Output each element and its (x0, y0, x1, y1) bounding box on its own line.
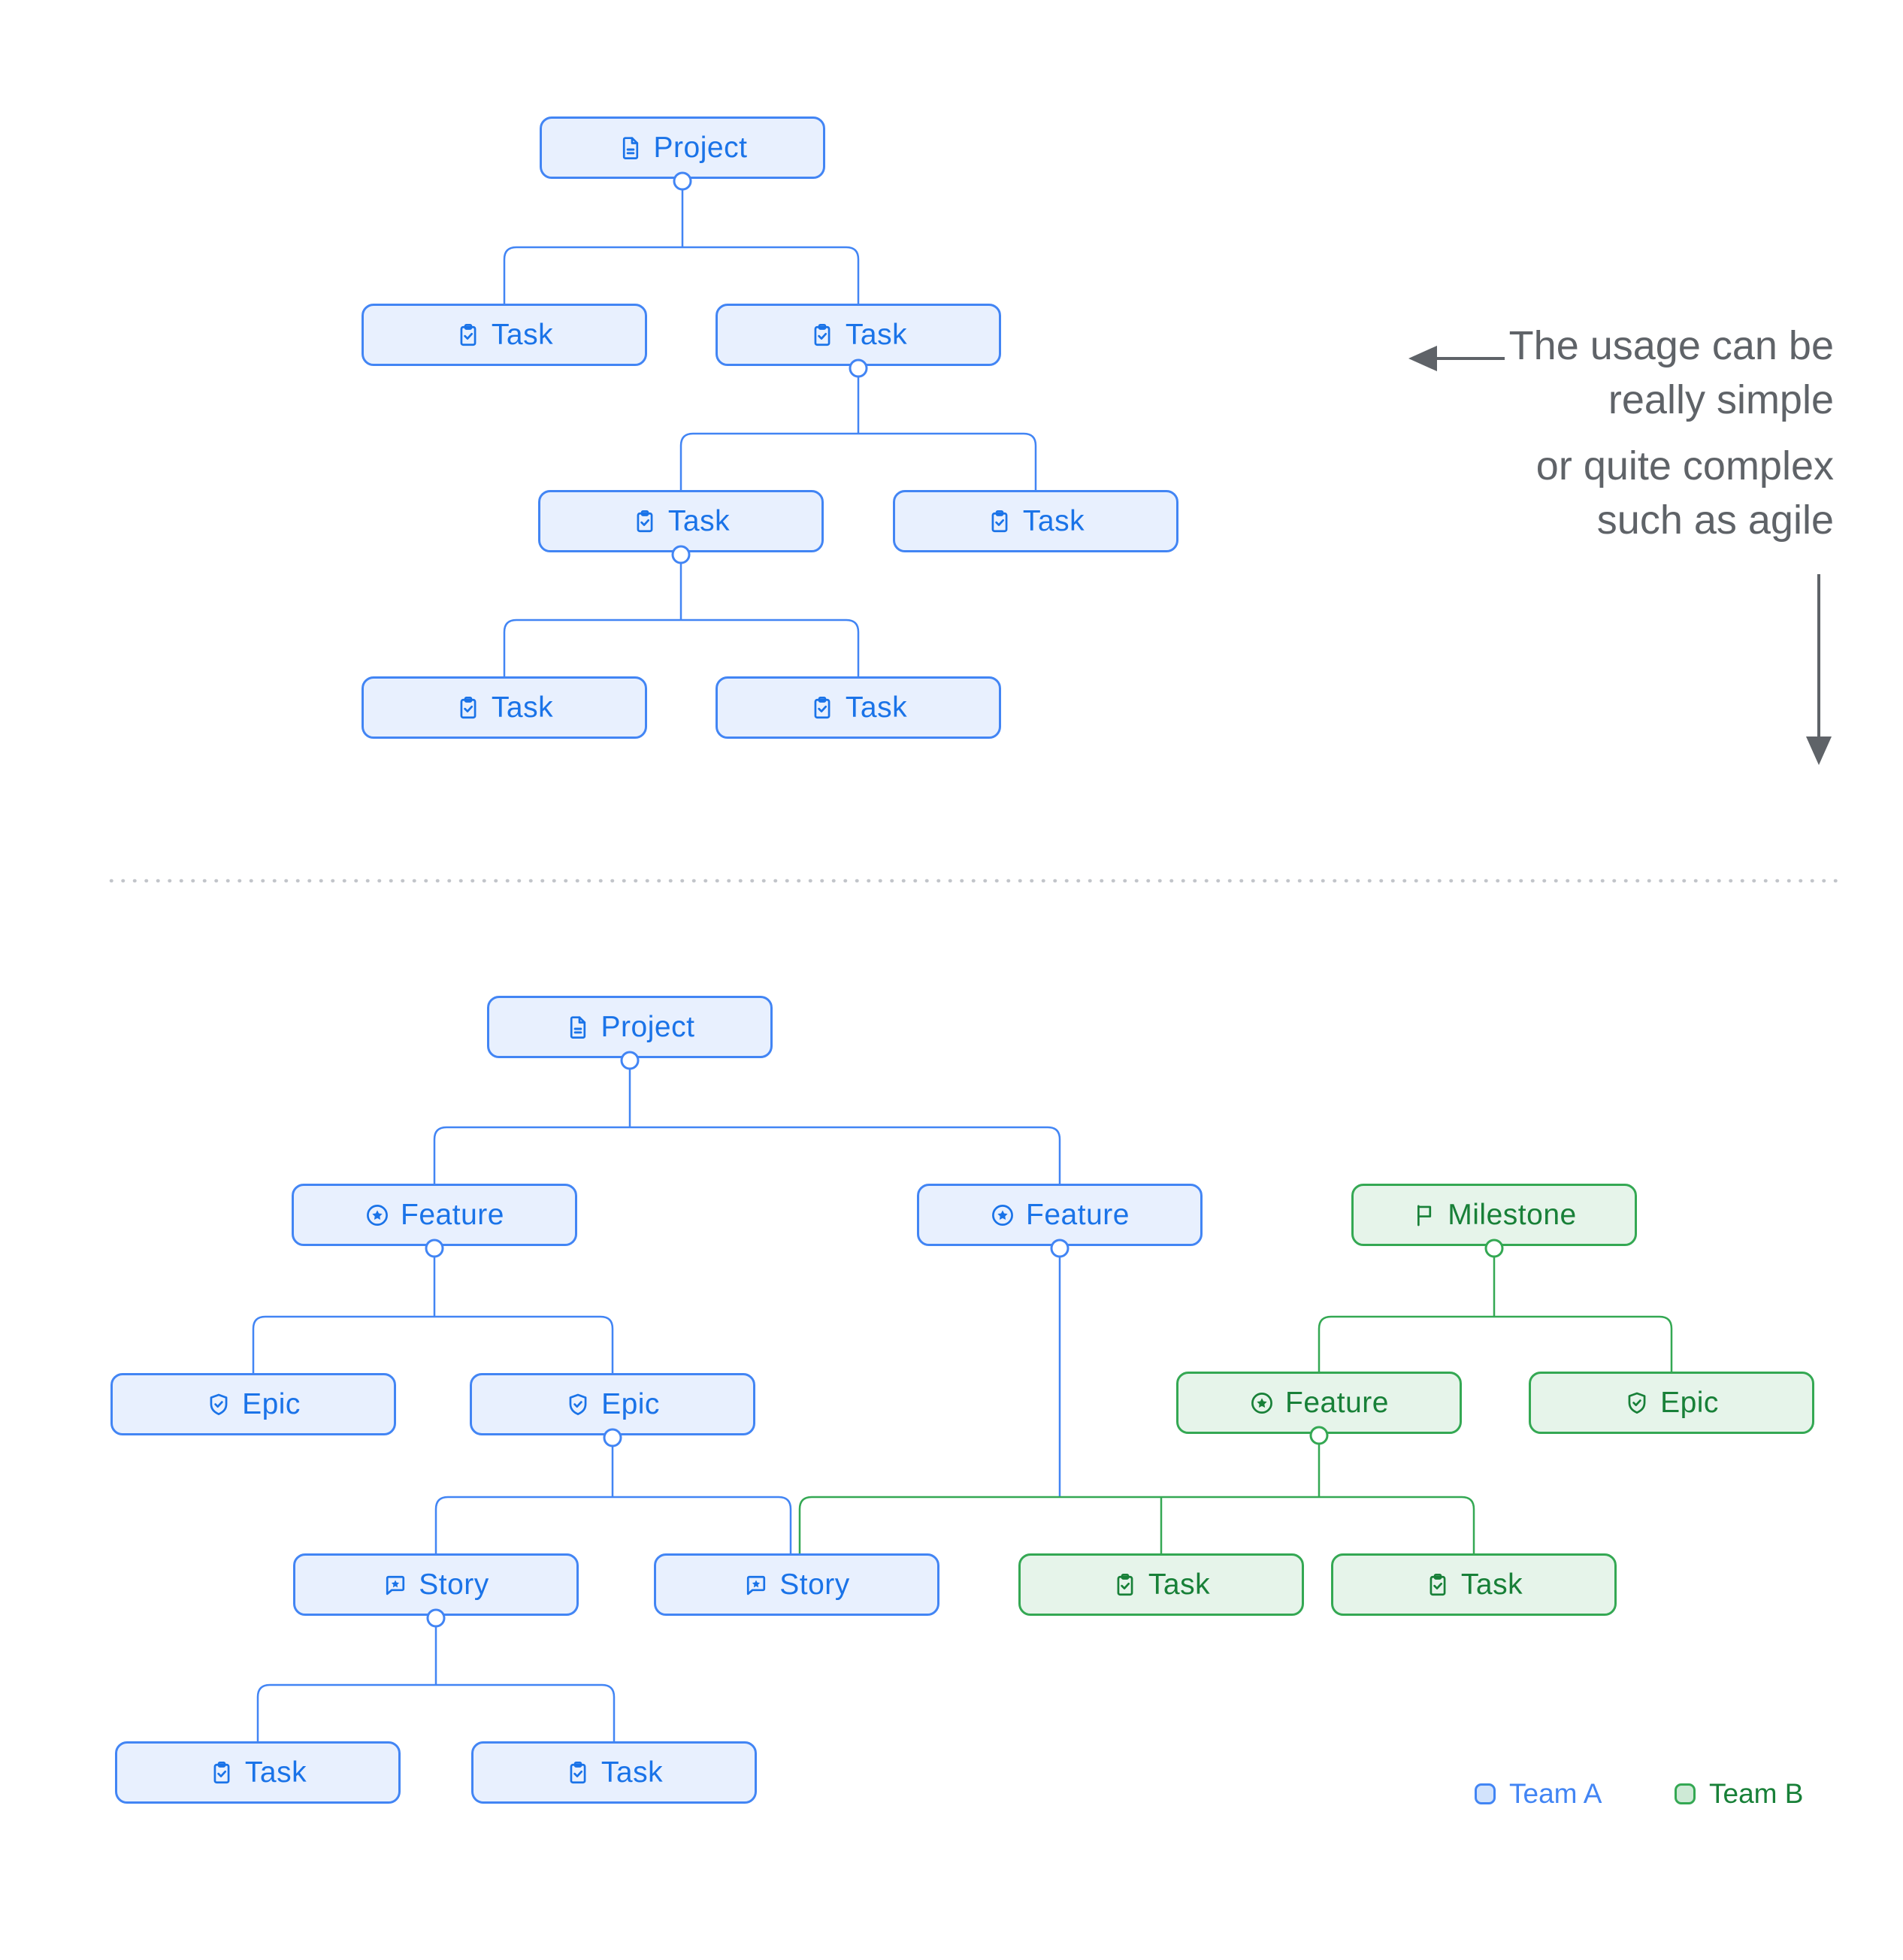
task-icon (565, 1760, 591, 1786)
node-task-complex: Task (115, 1741, 401, 1804)
annotation-line: really simple (1608, 377, 1834, 422)
node-label: Project (601, 1010, 695, 1043)
node-label: Epic (242, 1387, 301, 1420)
task-icon (455, 695, 481, 721)
team-a-edges (252, 189, 1061, 1741)
document-icon (565, 1015, 591, 1040)
epic-icon (565, 1392, 591, 1417)
node-task-complex: Task (1331, 1553, 1617, 1616)
node-label: Story (419, 1568, 489, 1601)
node-task-simple: Task (538, 490, 824, 552)
node-label: Epic (601, 1387, 660, 1420)
node-task-simple: Task (716, 676, 1001, 739)
team-b-swatch (1675, 1783, 1696, 1804)
epic-icon (206, 1392, 231, 1417)
node-label: Project (653, 131, 748, 164)
node-epic-complex: Epic (1529, 1372, 1814, 1434)
annotation-text: The usage can be really simple or quite … (1509, 319, 1834, 547)
node-label: Task (601, 1756, 664, 1789)
node-label: Feature (1026, 1198, 1130, 1231)
node-label: Task (491, 318, 554, 351)
node-task-simple: Task (893, 490, 1178, 552)
task-icon (632, 509, 658, 534)
node-task-simple: Task (362, 676, 647, 739)
node-label: Task (1148, 1568, 1211, 1601)
annotation-line: The usage can be (1508, 323, 1834, 368)
node-label: Task (244, 1756, 307, 1789)
feature-icon (1249, 1390, 1275, 1416)
node-label: Task (845, 691, 908, 724)
node-epic-complex: Epic (470, 1373, 755, 1435)
node-task-complex: Task (1018, 1553, 1304, 1616)
node-label: Story (779, 1568, 850, 1601)
node-project-simple: Project (540, 116, 825, 179)
node-label: Epic (1660, 1386, 1719, 1419)
team-b-label: Team B (1709, 1778, 1804, 1809)
document-icon (618, 135, 643, 161)
task-icon (1112, 1572, 1138, 1598)
node-project-complex: Project (487, 996, 773, 1058)
node-label: Feature (1285, 1386, 1389, 1419)
annotation-line: or quite complex (1535, 443, 1834, 488)
node-task-complex: Task (471, 1741, 757, 1804)
feature-icon (990, 1202, 1015, 1228)
team-a-swatch (1475, 1783, 1496, 1804)
task-icon (1425, 1572, 1451, 1598)
node-task-simple: Task (716, 304, 1001, 366)
story-icon (383, 1572, 408, 1598)
task-icon (809, 322, 835, 348)
task-icon (809, 695, 835, 721)
node-story-complex: Story (293, 1553, 579, 1616)
node-milestone-complex: Milestone (1351, 1184, 1637, 1246)
node-feature-complex: Feature (292, 1184, 577, 1246)
legend-team-b: Team B (1675, 1778, 1804, 1809)
epic-icon (1624, 1390, 1650, 1416)
team-a-label: Team A (1509, 1778, 1602, 1809)
node-label: Milestone (1448, 1198, 1577, 1231)
node-story-complex: Story (654, 1553, 939, 1616)
node-feature-complex: Feature (1176, 1372, 1462, 1434)
node-label: Task (667, 504, 731, 537)
node-task-simple: Task (362, 304, 647, 366)
node-label: Feature (401, 1198, 504, 1231)
node-feature-complex: Feature (917, 1184, 1203, 1246)
legend-team-a: Team A (1475, 1778, 1602, 1809)
task-icon (987, 509, 1012, 534)
node-epic-complex: Epic (110, 1373, 396, 1435)
story-icon (743, 1572, 769, 1598)
feature-icon (365, 1202, 390, 1228)
task-icon (209, 1760, 234, 1786)
node-label: Task (845, 318, 908, 351)
flag-icon (1411, 1202, 1437, 1228)
node-label: Task (491, 691, 554, 724)
task-icon (455, 322, 481, 348)
node-label: Task (1460, 1568, 1523, 1601)
node-label: Task (1022, 504, 1085, 537)
annotation-line: such as agile (1596, 498, 1834, 543)
